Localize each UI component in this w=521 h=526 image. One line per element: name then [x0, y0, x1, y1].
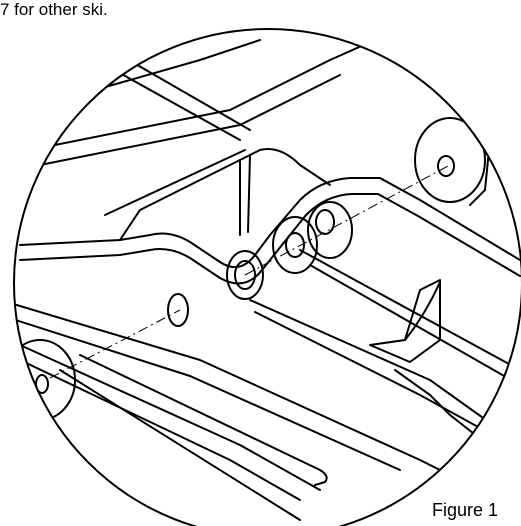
ski-rail-part — [14, 29, 521, 521]
figure-caption: Figure 1 — [432, 500, 499, 520]
instruction-text-fragment: 7 for other ski. — [0, 0, 108, 19]
assembly-axis-lines — [49, 164, 451, 379]
detail-view-circle — [13, 28, 521, 526]
